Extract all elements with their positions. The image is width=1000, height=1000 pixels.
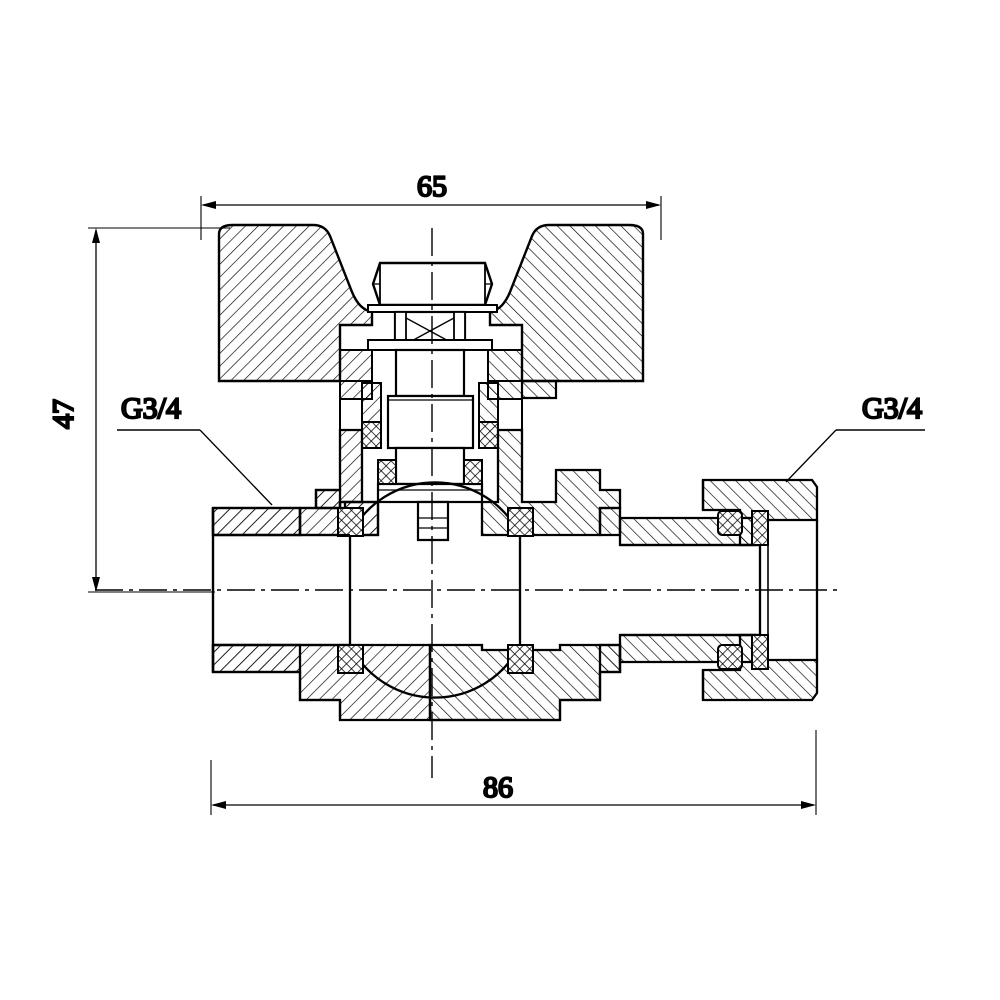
dimension-65-text: 65 (417, 170, 447, 203)
thread-right-text: G3/4 (862, 392, 922, 425)
dimension-47-text: 47 (47, 399, 80, 429)
union-seals (717, 510, 769, 670)
dimension-65: 65 (200, 169, 662, 240)
packing-seals (361, 421, 499, 485)
thread-left-text: G3/4 (121, 392, 181, 425)
inlet-pipe-left (211, 506, 350, 674)
dimension-86-text: 86 (483, 771, 513, 804)
label-thread-right: G3/4 (785, 391, 925, 483)
dimension-86: 86 (210, 730, 817, 815)
dimension-47: 47 (46, 227, 230, 593)
seat-seals (337, 507, 534, 674)
label-thread-left: G3/4 (117, 391, 273, 506)
valve-stem (376, 348, 484, 542)
